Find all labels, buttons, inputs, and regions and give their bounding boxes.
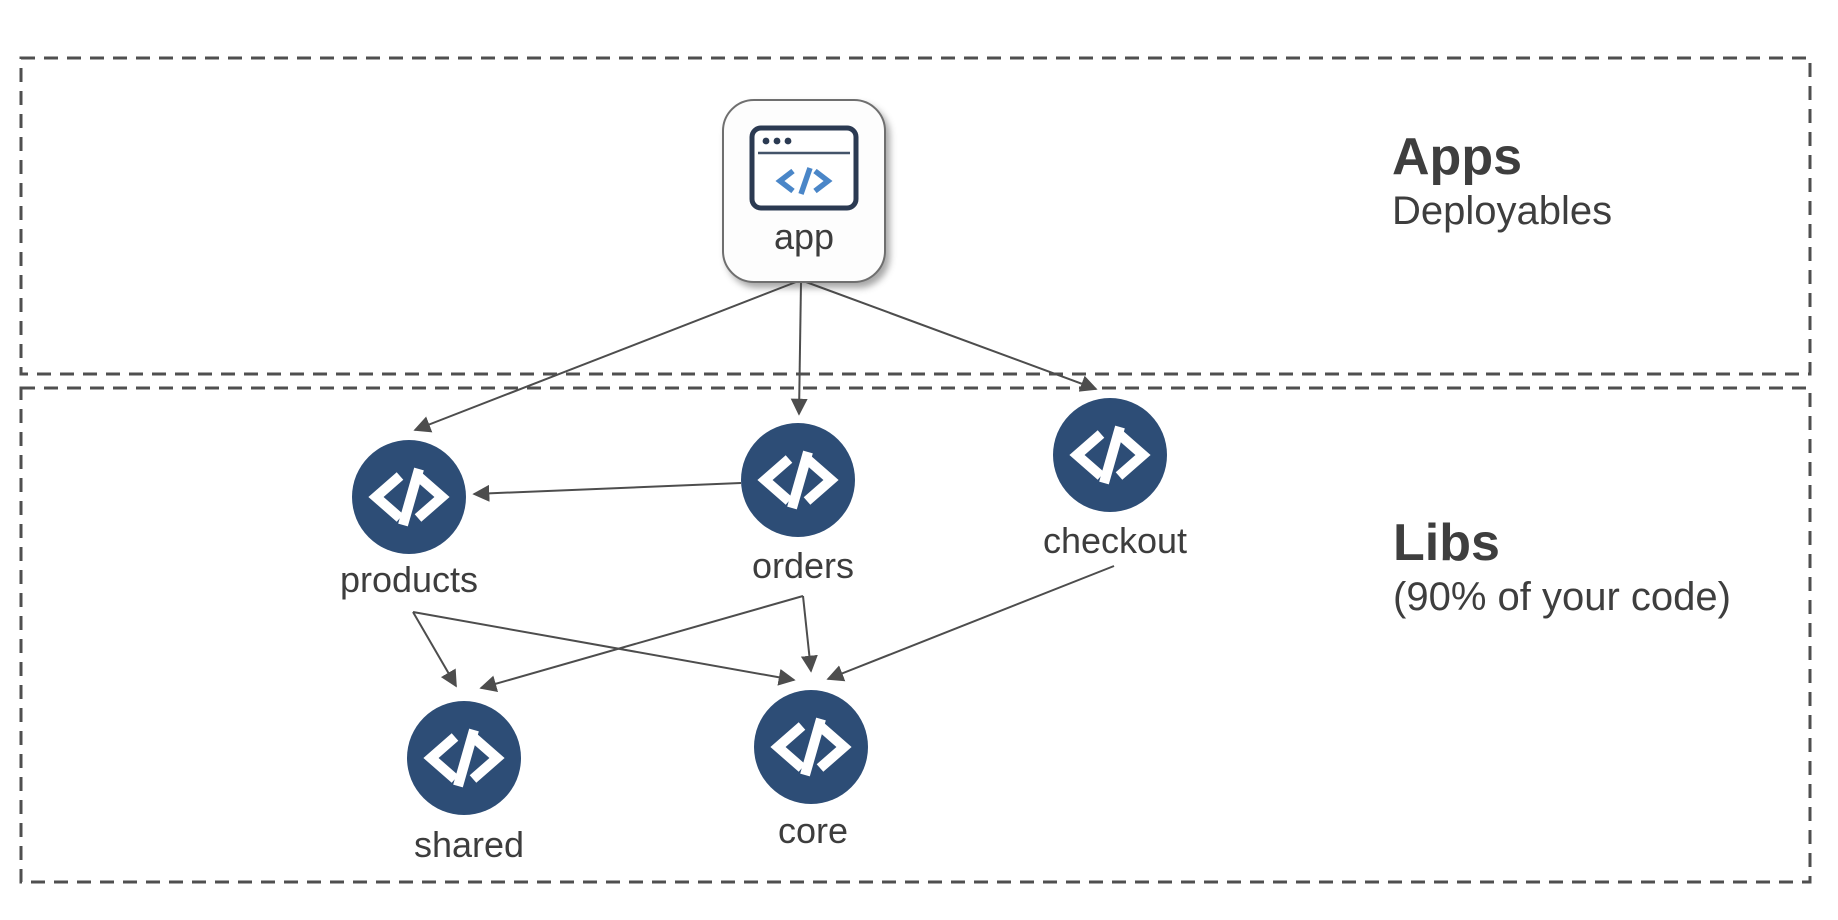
libs-section-box	[19, 386, 1812, 884]
libs-section-title: Libs	[1393, 514, 1500, 572]
node-orders-label: orders	[751, 545, 855, 586]
edge-app-products	[413, 281, 797, 433]
node-orders	[741, 423, 855, 537]
edge-products-shared	[412, 611, 457, 688]
edge-app-checkout	[805, 281, 1098, 392]
edge-orders-core	[800, 595, 818, 673]
node-checkout-label: checkout	[1042, 520, 1188, 561]
code-icon	[757, 450, 839, 510]
edge-orders-products	[472, 482, 742, 502]
edge-orders-shared	[479, 595, 804, 692]
code-icon	[770, 717, 852, 777]
edge-checkout-core	[826, 565, 1115, 682]
node-shared	[407, 701, 521, 815]
code-icon	[423, 728, 505, 788]
node-products	[352, 440, 466, 554]
apps-section-title: Apps	[1392, 128, 1522, 186]
node-app-label: app	[773, 216, 835, 258]
node-app: app	[722, 99, 886, 283]
code-icon	[1069, 425, 1151, 485]
browser-code-icon	[749, 125, 859, 211]
apps-section-subtitle: Deployables	[1392, 189, 1613, 234]
edge-products-core	[412, 611, 796, 686]
apps-section-label: Apps Deployables	[1392, 128, 1612, 236]
node-core-label: core	[777, 810, 849, 851]
libs-section-label: Libs (90% of your code)	[1393, 514, 1731, 622]
node-products-label: products	[339, 559, 479, 600]
node-core	[754, 690, 868, 804]
code-icon	[368, 467, 450, 527]
edge-app-orders	[790, 281, 808, 416]
libs-section-subtitle: (90% of your code)	[1393, 575, 1731, 620]
apps-section-box	[19, 56, 1812, 376]
node-checkout	[1053, 398, 1167, 512]
node-shared-label: shared	[413, 824, 525, 865]
